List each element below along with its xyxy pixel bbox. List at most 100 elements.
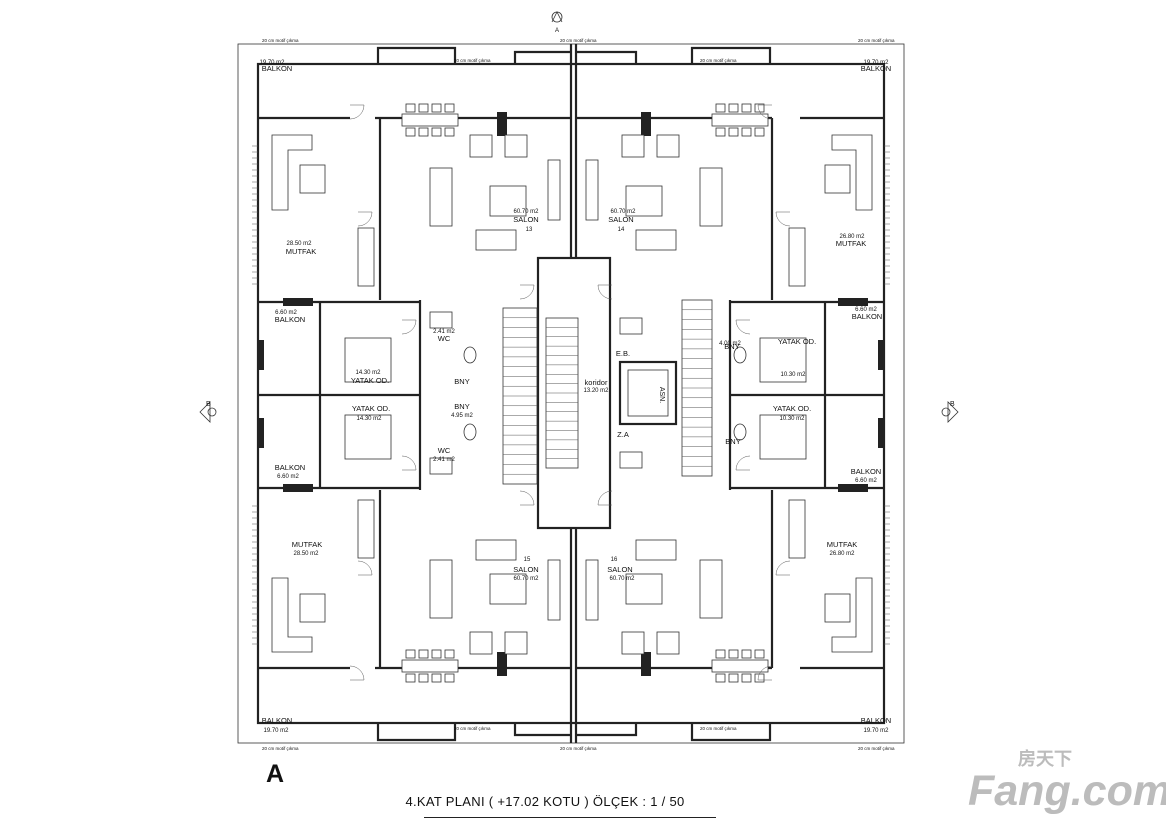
za-label: Z.A <box>617 430 629 439</box>
chair <box>431 649 442 659</box>
motif-label: 20 cm motif çıkma <box>454 726 491 731</box>
motif-label: 20 cm motif çıkma <box>262 746 299 751</box>
door-swing <box>597 490 613 506</box>
caption-underline <box>424 817 716 818</box>
balkon-small-area: 6.60 m2 <box>855 478 877 484</box>
door-swing <box>349 665 365 681</box>
balkon-small-name: BALKON <box>851 467 881 476</box>
chair <box>405 649 416 659</box>
chair <box>728 103 739 113</box>
dining-chairs <box>405 103 765 683</box>
interior-walls <box>258 116 884 670</box>
balkon-area: 19.70 m2 <box>259 60 285 66</box>
bny-name: BNY <box>724 342 739 351</box>
chair <box>405 127 416 137</box>
bathroom-fixtures <box>429 311 747 475</box>
salon-name: SALON <box>513 215 538 224</box>
section-marker-left-label: B <box>206 401 211 408</box>
chair <box>715 649 726 659</box>
mutfak-area: 26.80 m2 <box>829 551 855 557</box>
stair-flight-left <box>502 307 538 485</box>
mutfak-area: 28.50 m2 <box>293 551 319 557</box>
salon-area: 60.70 m2 <box>610 209 636 215</box>
balkon-small-name: BALKON <box>275 463 305 472</box>
watermark-cn: 房天下 <box>1018 749 1072 769</box>
stair-flight-core <box>545 317 579 469</box>
chair <box>728 673 739 683</box>
watermark-logo: 房天下 Fang.com <box>958 745 1166 817</box>
bny-area: 4.00 m2 <box>719 341 741 347</box>
chair <box>741 127 752 137</box>
chair <box>728 649 739 659</box>
room-labels: 19.70 m2 BALKON 19.70 m2 BALKON BALKON 1… <box>259 60 891 734</box>
salon-name: SALON <box>607 565 632 574</box>
balkon-name: BALKON <box>262 64 292 73</box>
chair <box>431 127 442 137</box>
chair <box>444 649 455 659</box>
wc-area: 2.41 m2 <box>433 329 455 335</box>
motif-label: 20 cm motif çıkma <box>560 746 597 751</box>
door-swing <box>519 490 535 506</box>
balkon-name: BALKON <box>861 64 891 73</box>
chair <box>754 649 765 659</box>
living-room-furniture <box>429 134 723 655</box>
unit-number: 16 <box>611 557 618 563</box>
chair <box>418 127 429 137</box>
yatak-area: 10.30 m2 <box>780 372 806 378</box>
motif-label: 20 cm motif çıkma <box>858 746 895 751</box>
columns <box>258 112 884 676</box>
door-swings <box>349 104 791 681</box>
door-swing <box>775 211 791 227</box>
section-marker-right-label: B <box>950 401 955 408</box>
balkon-small-name: BALKON <box>852 312 882 321</box>
salon-name: SALON <box>608 215 633 224</box>
wall-hatch <box>252 145 890 645</box>
motif-label: 20 cm motif çıkma <box>262 38 299 43</box>
balkon-area: 19.70 m2 <box>263 728 289 734</box>
balkon-name: BALKON <box>861 716 891 725</box>
bny-name: BNY <box>454 377 469 386</box>
unit-number: 14 <box>618 227 625 233</box>
section-marker-top-label: A <box>555 28 559 34</box>
motif-labels: 20 cm motif çıkma 20 cm motif çıkma 20 c… <box>262 38 895 751</box>
balkon-name: BALKON <box>262 716 292 725</box>
yatak-name: YATAK OD. <box>351 376 389 385</box>
door-swing <box>597 284 613 300</box>
mutfak-name: MUTFAK <box>286 247 316 256</box>
stair-core-box <box>536 256 612 530</box>
dining-tables <box>401 113 769 673</box>
door-swing <box>757 104 773 120</box>
balkon-small-name: BALKON <box>275 315 305 324</box>
mutfak-name: MUTFAK <box>292 540 322 549</box>
door-swing <box>349 104 365 120</box>
block-label: A <box>266 760 285 788</box>
chair <box>405 103 416 113</box>
chair <box>741 103 752 113</box>
wc-name: WC <box>438 334 451 343</box>
section-marker-top: A <box>551 11 563 34</box>
chair <box>741 649 752 659</box>
beds <box>344 337 807 460</box>
door-swing <box>401 319 417 335</box>
salon-area: 60.70 m2 <box>513 209 539 215</box>
wc-area: 2.41 m2 <box>433 457 455 463</box>
eb-label: E.B. <box>616 349 630 358</box>
door-swing <box>775 560 791 576</box>
motif-label: 20 cm motif çıkma <box>454 58 491 63</box>
chair <box>444 103 455 113</box>
door-swing <box>519 284 535 300</box>
chair <box>741 673 752 683</box>
mutfak-area: 28.50 m2 <box>286 241 312 247</box>
chair <box>431 673 442 683</box>
yatak-area: 10.30 m2 <box>779 416 805 422</box>
door-swing <box>357 211 373 227</box>
door-swing <box>735 319 751 335</box>
chair <box>715 103 726 113</box>
yatak-name: YATAK OD. <box>352 404 390 413</box>
chair <box>754 127 765 137</box>
door-swing <box>757 665 773 681</box>
chair <box>418 649 429 659</box>
salon-area: 60.70 m2 <box>513 576 539 582</box>
door-swing <box>735 455 751 471</box>
